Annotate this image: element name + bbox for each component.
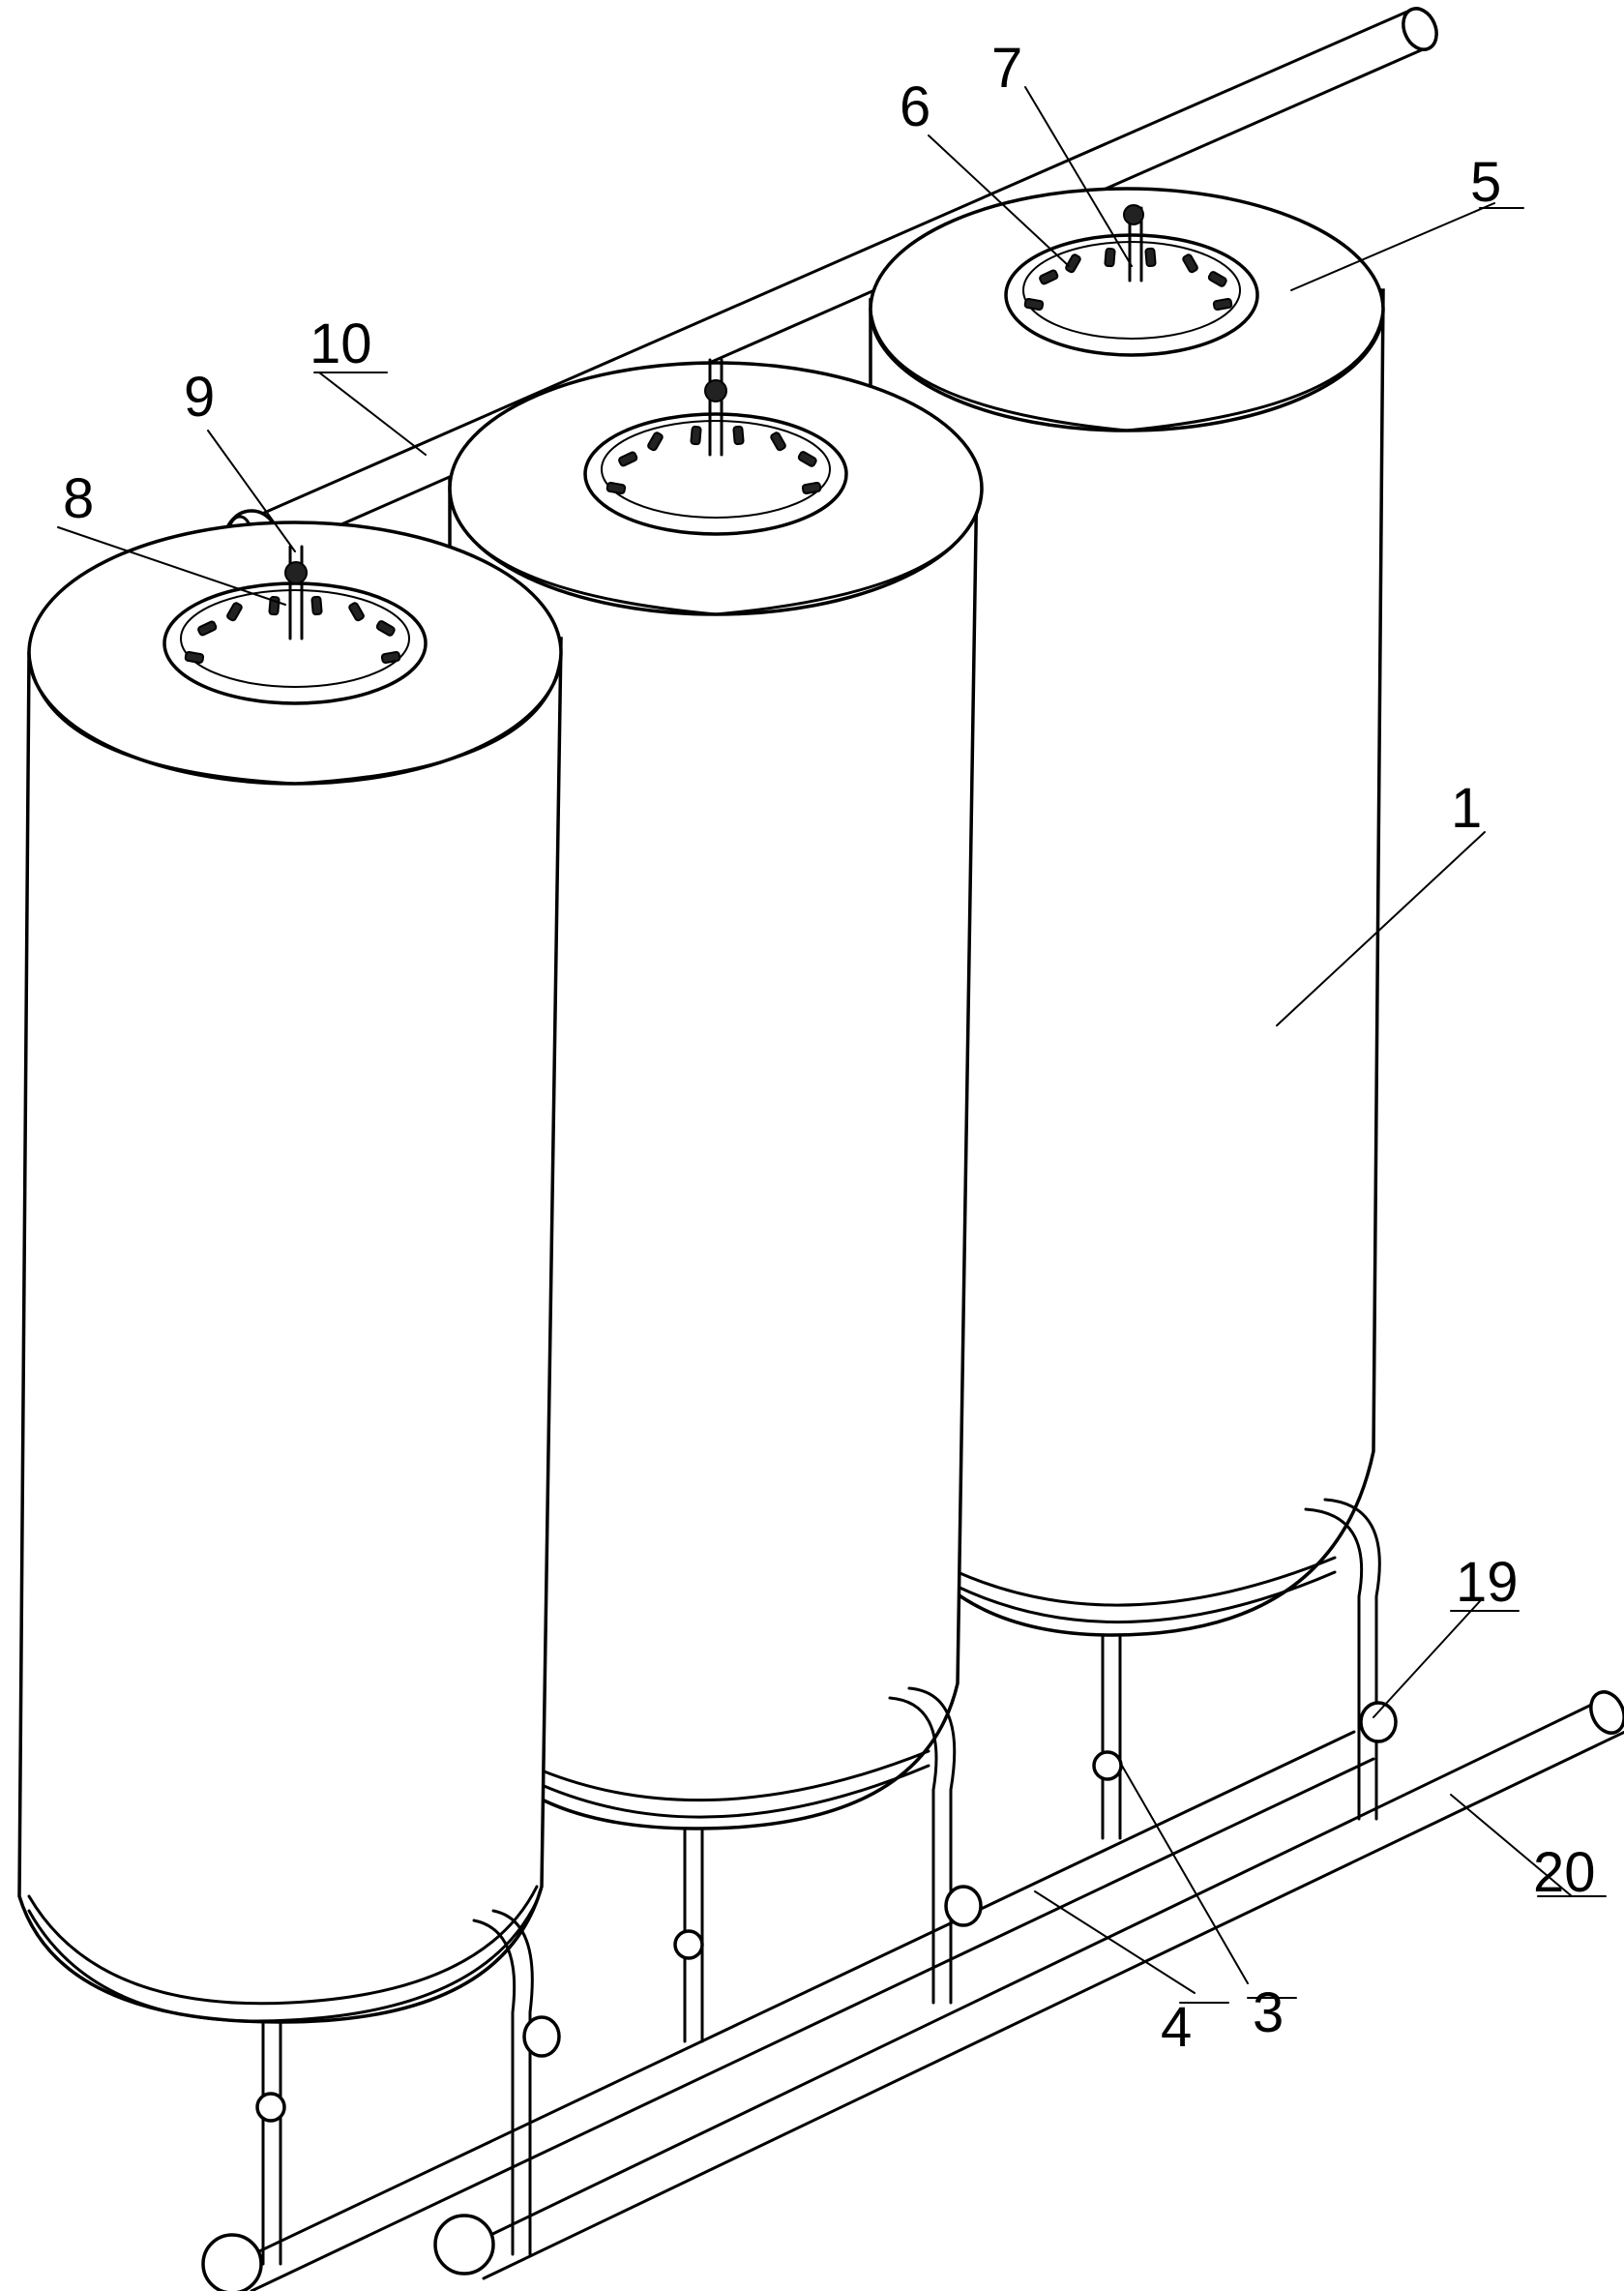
leader-10 [318, 372, 427, 456]
top-opening [162, 581, 428, 705]
label-4: 4 [1161, 1996, 1192, 2059]
label-8: 8 [63, 467, 94, 530]
label-19: 19 [1456, 1551, 1519, 1614]
leader-4 [1034, 1890, 1196, 1994]
bottom-pipes [201, 1690, 1624, 2291]
label-1: 1 [1451, 777, 1482, 840]
top-opening [1004, 233, 1259, 357]
label-7: 7 [991, 37, 1022, 100]
opening-teeth [1023, 247, 1233, 312]
label-10: 10 [310, 312, 372, 375]
tank-left [17, 521, 563, 2024]
opening-teeth [184, 595, 401, 665]
label-6: 6 [900, 75, 930, 138]
leader-6 [928, 134, 1070, 267]
leader-1 [1276, 831, 1486, 1026]
pipe-end-cap [433, 2214, 495, 2276]
leader-5 [1290, 202, 1495, 291]
leader-9 [207, 430, 296, 552]
leader-3 [1121, 1765, 1249, 1984]
label-5: 5 [1470, 151, 1501, 214]
part-labels: 1 3 4 5 6 7 8 9 10 19 20 [63, 37, 1596, 2059]
top-opening [583, 412, 848, 536]
opening-teeth [605, 425, 822, 495]
label-3: 3 [1253, 1981, 1284, 2044]
leader-7 [1024, 86, 1133, 267]
label-9: 9 [184, 366, 215, 429]
label-20: 20 [1533, 1841, 1596, 1904]
leader-20 [1450, 1794, 1573, 1897]
leader-lines [57, 86, 1607, 2004]
leader-19 [1373, 1600, 1481, 1718]
pipe-end-cap [201, 2233, 263, 2291]
valves [255, 1498, 1398, 2266]
leader-8 [57, 526, 286, 606]
